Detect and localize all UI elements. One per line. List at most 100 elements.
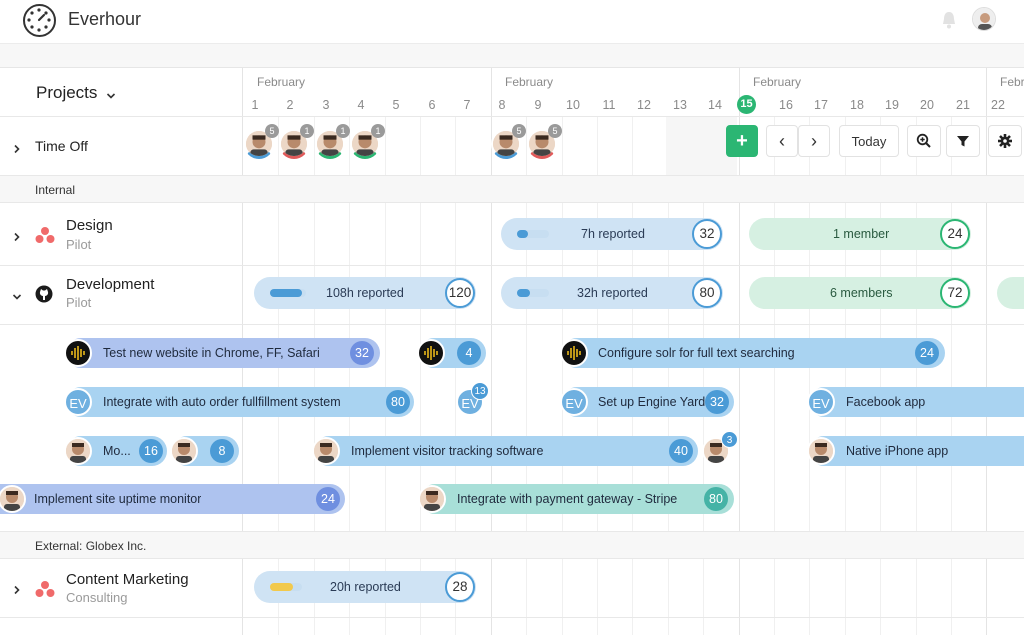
day-label: 5 bbox=[392, 98, 400, 112]
bar-count: 32 bbox=[692, 219, 722, 249]
task-label: Integrate with auto order fullfillment s… bbox=[103, 395, 341, 409]
day-label: 1 bbox=[251, 98, 259, 112]
design-week2-bar[interactable]: 7h reported 32 bbox=[501, 218, 723, 250]
task-count-badge: 13 bbox=[471, 382, 489, 400]
project-sub-design: Pilot bbox=[66, 237, 92, 252]
chevron-down-icon[interactable] bbox=[12, 289, 22, 300]
development-week3-bar[interactable]: 6 members 72 bbox=[749, 277, 971, 309]
timeoff-count-badge: 1 bbox=[300, 124, 314, 138]
day-label: 4 bbox=[357, 98, 365, 112]
design-week3-bar[interactable]: 1 member 24 bbox=[749, 218, 971, 250]
week-separator bbox=[986, 68, 987, 635]
project-sub-development: Pilot bbox=[66, 295, 92, 310]
day-gridline bbox=[278, 116, 279, 635]
day-gridline bbox=[420, 116, 421, 635]
task-count: 8 bbox=[210, 439, 234, 463]
development-week1-bar[interactable]: 108h reported 120 bbox=[254, 277, 476, 309]
project-sub-content-marketing: Consulting bbox=[66, 590, 128, 605]
prev-button[interactable]: ‹ bbox=[766, 125, 798, 157]
day-label: 10 bbox=[566, 98, 580, 112]
today-button[interactable]: Today bbox=[839, 125, 899, 157]
task-count: 24 bbox=[915, 341, 939, 365]
audio-wave-icon bbox=[417, 339, 445, 367]
task-count: 80 bbox=[704, 487, 728, 511]
project-name-timeoff[interactable]: Time Off bbox=[35, 138, 88, 154]
everhour-logo-icon[interactable] bbox=[23, 4, 56, 37]
day-label: 22 bbox=[991, 98, 1005, 112]
task-bar[interactable]: EV Integrate with auto order fullfillmen… bbox=[64, 387, 414, 417]
settings-button[interactable] bbox=[988, 125, 1022, 157]
zoom-button[interactable] bbox=[907, 125, 941, 157]
day-label: 18 bbox=[850, 98, 864, 112]
projects-dropdown-label[interactable]: Projects bbox=[36, 83, 98, 102]
day-label: 2 bbox=[286, 98, 294, 112]
timeoff-member-avatar[interactable] bbox=[527, 129, 557, 159]
task-count: 32 bbox=[350, 341, 374, 365]
day-label: 8 bbox=[498, 98, 506, 112]
chevron-right-icon[interactable] bbox=[12, 582, 22, 595]
task-bar[interactable]: Mo... 16 bbox=[64, 436, 167, 466]
task-count-badge: 3 bbox=[721, 431, 738, 448]
progress-fill bbox=[517, 230, 529, 238]
timeoff-member-avatar[interactable] bbox=[279, 129, 309, 159]
day-gridline bbox=[703, 116, 704, 635]
development-week2-bar[interactable]: 32h reported 80 bbox=[501, 277, 723, 309]
user-avatar[interactable] bbox=[972, 7, 996, 31]
asana-icon bbox=[35, 226, 55, 244]
task-label: Mo... bbox=[103, 444, 131, 458]
timeoff-count-badge: 1 bbox=[336, 124, 350, 138]
group-external bbox=[0, 531, 1024, 559]
task-count: 24 bbox=[316, 487, 340, 511]
chevron-right-icon[interactable] bbox=[12, 141, 22, 154]
task-bar[interactable]: Test new website in Chrome, FF, Safari 3… bbox=[64, 338, 380, 368]
github-icon bbox=[35, 285, 53, 303]
member-avatar[interactable] bbox=[702, 437, 730, 465]
bar-count: 120 bbox=[445, 278, 475, 308]
day-gridline bbox=[951, 116, 952, 635]
timeoff-count-badge: 1 bbox=[371, 124, 385, 138]
member-avatar bbox=[0, 485, 26, 513]
day-label: 7 bbox=[463, 98, 471, 112]
task-bar[interactable]: Native iPhone app bbox=[807, 436, 1024, 466]
add-button[interactable]: + bbox=[726, 125, 758, 157]
member-avatar bbox=[64, 437, 92, 465]
bell-icon[interactable] bbox=[940, 10, 958, 30]
month-label: February bbox=[257, 75, 306, 89]
task-bar[interactable]: EV Facebook app bbox=[807, 387, 1024, 417]
bar-count: 80 bbox=[692, 278, 722, 308]
task-label: Set up Engine Yard bbox=[598, 395, 706, 409]
next-button[interactable]: › bbox=[798, 125, 830, 157]
task-label: Implement visitor tracking software bbox=[351, 444, 544, 458]
task-bar[interactable]: 4 bbox=[417, 338, 486, 368]
zoom-in-icon bbox=[916, 133, 931, 148]
task-bar[interactable]: Integrate with payment gateway - Stripe … bbox=[418, 484, 734, 514]
chevron-down-icon[interactable] bbox=[106, 88, 116, 99]
progress-fill bbox=[517, 289, 530, 297]
project-name-design[interactable]: Design bbox=[66, 217, 113, 234]
group-label-internal: Internal bbox=[35, 183, 76, 197]
task-bar[interactable]: Implement visitor tracking software 40 bbox=[312, 436, 698, 466]
task-bar[interactable]: EV Set up Engine Yard 32 bbox=[560, 387, 734, 417]
development-week4-bar[interactable] bbox=[997, 277, 1024, 309]
month-label: February bbox=[753, 75, 802, 89]
chevron-right-icon[interactable] bbox=[12, 229, 22, 242]
content-week1-bar[interactable]: 20h reported 28 bbox=[254, 571, 476, 603]
filter-button[interactable] bbox=[946, 125, 980, 157]
member-avatar bbox=[312, 437, 340, 465]
bar-label: 20h reported bbox=[330, 580, 401, 594]
progress-fill bbox=[270, 583, 293, 591]
gear-icon bbox=[998, 134, 1012, 148]
project-name-content-marketing[interactable]: Content Marketing bbox=[66, 571, 189, 588]
day-label: 9 bbox=[534, 98, 542, 112]
filter-icon bbox=[957, 136, 969, 147]
day-label: 6 bbox=[428, 98, 436, 112]
project-name-development[interactable]: Development bbox=[66, 276, 155, 293]
task-bar[interactable]: 8 bbox=[170, 436, 239, 466]
task-count: 80 bbox=[386, 390, 410, 414]
task-count: 16 bbox=[139, 439, 163, 463]
task-bar[interactable]: Configure solr for full text searching 2… bbox=[560, 338, 945, 368]
day-gridline bbox=[880, 116, 881, 635]
task-label: Integrate with payment gateway - Stripe bbox=[457, 492, 678, 506]
bar-label: 32h reported bbox=[577, 286, 648, 300]
task-bar[interactable]: Implement site uptime monitor 24 bbox=[0, 484, 345, 514]
